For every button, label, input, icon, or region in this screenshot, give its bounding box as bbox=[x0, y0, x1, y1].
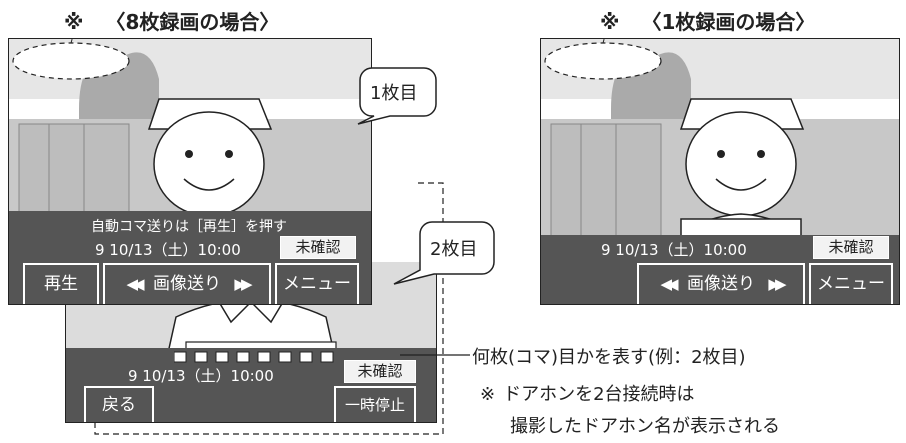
header-mark: ※ bbox=[64, 10, 84, 34]
status-badge: 未確認 bbox=[280, 236, 356, 259]
header-one-frame: ※ 〈1枚録画の場合〉 bbox=[600, 6, 815, 35]
bubble-label: 1枚目 bbox=[370, 83, 418, 104]
status-badge: 未確認 bbox=[344, 360, 416, 383]
eight-frame-screen: 自動コマ送りは［再生］を押す 9 10/13（土）10:00 未確認 再生 ◀◀… bbox=[8, 38, 372, 305]
menu-button[interactable]: メニュー bbox=[275, 263, 359, 304]
advance-label: 画像送り bbox=[153, 274, 221, 294]
doorphone-note-line2: 撮影したドアホン名が表示される bbox=[510, 416, 780, 437]
one-frame-scene bbox=[541, 39, 899, 304]
header-title: 〈8枚録画の場合〉 bbox=[105, 10, 280, 34]
header-mark: ※ bbox=[600, 10, 620, 34]
header-title: 〈1枚録画の場合〉 bbox=[641, 10, 816, 34]
one-frame-screen: 9 10/13（土）10:00 未確認 ◀◀ 画像送り ▶▶ メニュー bbox=[540, 38, 900, 305]
doorphone-note-line1: ※ ドアホンを2台接続時は bbox=[480, 380, 695, 406]
first-frame-bubble: 1枚目 bbox=[328, 62, 440, 128]
back-button[interactable]: 戻る bbox=[84, 386, 154, 422]
frame-indicator-row bbox=[173, 349, 344, 368]
menu-button[interactable]: メニュー bbox=[809, 263, 893, 304]
header-eight-frame: ※ 〈8枚録画の場合〉 bbox=[64, 6, 279, 35]
advance-button[interactable]: ◀◀ 画像送り ▶▶ bbox=[103, 263, 271, 304]
note-mark: ※ bbox=[480, 384, 496, 405]
bubble-label: 2枚目 bbox=[430, 239, 478, 260]
bubble-shape bbox=[393, 221, 495, 285]
datetime-label: 9 10/13（土）10:00 bbox=[95, 241, 241, 259]
datetime-label: 9 10/13（土）10:00 bbox=[601, 241, 747, 259]
play-button[interactable]: 再生 bbox=[23, 263, 99, 304]
advance-label: 画像送り bbox=[687, 274, 755, 294]
frame-indicator-note: 何枚(コマ)目かを表す(例：2枚目) bbox=[472, 347, 746, 368]
frame-indicator-squares bbox=[173, 351, 334, 363]
advance-button[interactable]: ◀◀ 画像送り ▶▶ bbox=[637, 263, 805, 304]
second-frame-bubble: 2枚目 bbox=[380, 216, 496, 288]
auto-advance-hint: 自動コマ送りは［再生］を押す bbox=[91, 219, 287, 235]
status-badge: 未確認 bbox=[813, 236, 889, 259]
note-text: ドアホンを2台接続時は bbox=[503, 384, 695, 405]
bubble-shape bbox=[357, 67, 437, 125]
datetime-label: 9 10/13（土）10:00 bbox=[128, 367, 274, 385]
pause-button[interactable]: 一時停止 bbox=[334, 386, 416, 422]
